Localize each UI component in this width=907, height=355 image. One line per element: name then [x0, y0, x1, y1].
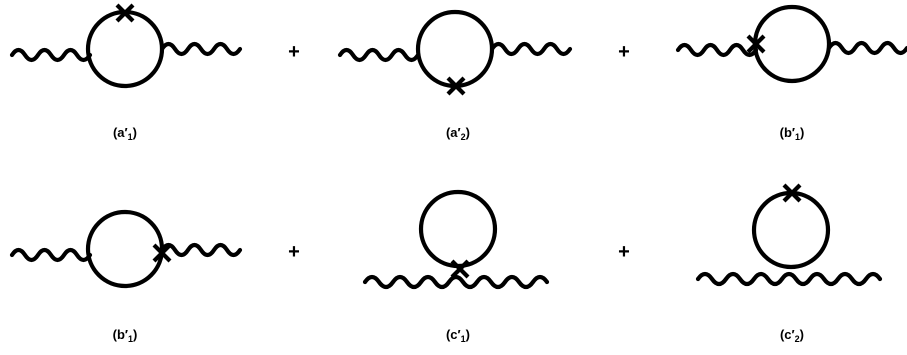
diagram-c2: [695, 183, 883, 287]
photon-line-left: [9, 47, 93, 63]
caption-subscript: 1: [128, 334, 134, 344]
caption-text: (b′: [112, 327, 129, 342]
insertion-cross-marker: [782, 183, 802, 203]
photon-line: [695, 271, 883, 287]
photon-line: [362, 274, 550, 290]
caption-b1: (b′1): [752, 125, 832, 142]
caption-close: ): [465, 327, 471, 342]
photon-line-right: [826, 40, 907, 56]
diagram-b1-second: [9, 209, 243, 289]
fermion-loop: [415, 9, 495, 89]
fermion-loop: [752, 4, 832, 84]
caption-subscript: 1: [127, 132, 133, 142]
caption-text: (b′: [779, 125, 796, 140]
caption-close: ): [800, 125, 805, 140]
photon-line-left: [675, 42, 759, 58]
caption-text: (a′: [112, 125, 128, 140]
caption-close: ): [799, 327, 805, 342]
caption-subscript: 2: [794, 334, 800, 344]
insertion-cross-marker: [115, 3, 135, 23]
caption-close: ): [465, 125, 471, 140]
caption-text: (c′: [779, 327, 795, 342]
plus-sign-2: +: [618, 41, 630, 63]
diagram-a2: [337, 9, 573, 96]
diagram-c1: [362, 189, 550, 290]
caption-b1-second: (b′1): [85, 327, 165, 344]
plus-sign-4: +: [618, 241, 630, 263]
caption-text: (c′: [445, 327, 461, 342]
caption-c2: (c′2): [752, 327, 832, 344]
insertion-cross-marker: [446, 76, 466, 96]
caption-subscript: 1: [460, 334, 466, 344]
photon-line-left: [9, 247, 93, 263]
photon-line-right: [489, 41, 573, 57]
diagram-b1: [675, 4, 907, 84]
caption-subscript: 1: [795, 132, 801, 142]
fermion-loop: [85, 209, 165, 289]
plus-sign-1: +: [288, 41, 300, 63]
insertion-cross-marker: [152, 243, 172, 263]
insertion-cross-marker: [450, 259, 470, 279]
diagram-a1: [9, 3, 243, 89]
fermion-loop: [751, 190, 831, 270]
caption-a1: (a′1): [85, 125, 165, 142]
photon-line-left: [337, 47, 421, 63]
caption-close: ): [132, 125, 138, 140]
caption-c1: (c′1): [418, 327, 498, 344]
caption-close: ): [133, 327, 138, 342]
plus-sign-3: +: [288, 241, 300, 263]
photon-line-right: [159, 41, 243, 57]
caption-text: (a′: [445, 125, 461, 140]
caption-a2: (a′2): [418, 125, 498, 142]
caption-subscript: 2: [460, 132, 466, 142]
fermion-loop: [85, 9, 165, 89]
fermion-loop: [418, 189, 498, 269]
photon-line-right: [159, 242, 243, 258]
insertion-cross-marker: [746, 34, 766, 54]
